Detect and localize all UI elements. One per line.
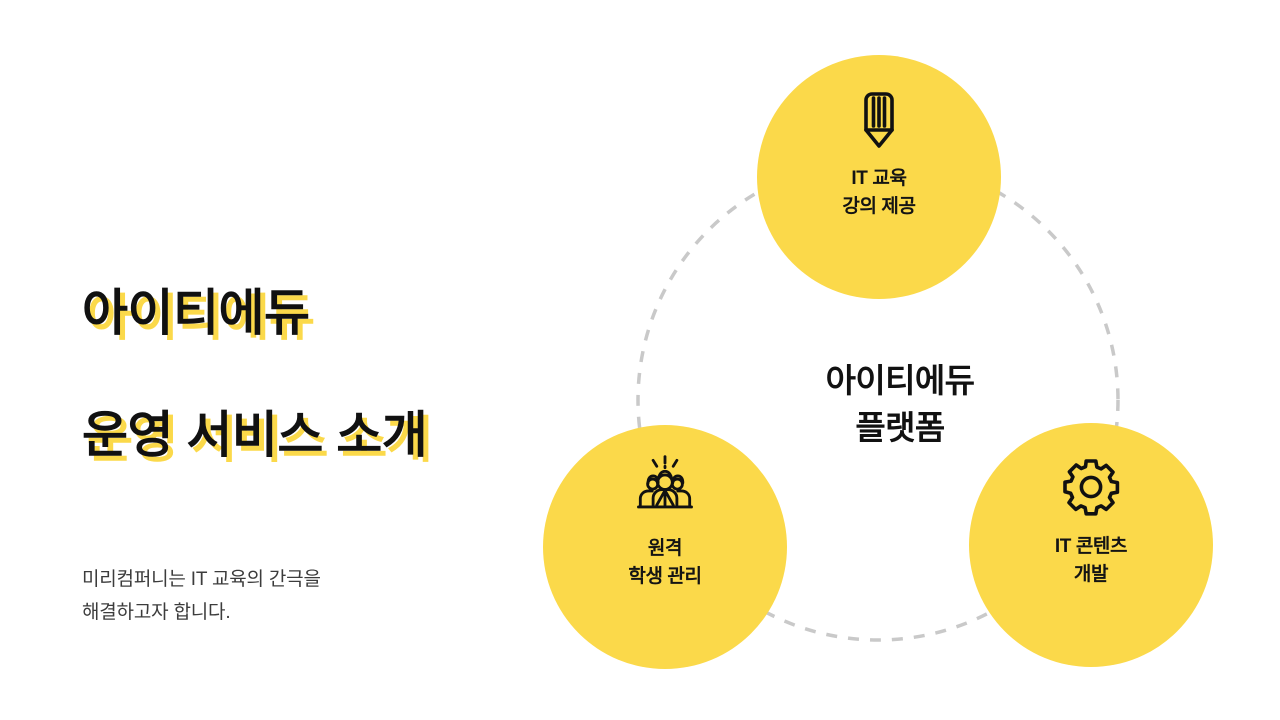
diagram-node-label-line-2: 강의 제공 <box>842 195 916 217</box>
diagram-node-label-line-1: IT 콘텐츠 <box>1054 536 1128 557</box>
diagram-node-label-line-1: 원격 <box>647 538 683 559</box>
diagram-node-it-education[interactable]: IT 교육 강의 제공 <box>757 55 1001 299</box>
diagram-node-remote-student-management[interactable]: 원격 학생 관리 <box>543 425 787 669</box>
diagram-center-label-line-2: 플랫폼 <box>855 408 945 446</box>
diagram-node-label: IT 교육 강의 제공 <box>842 165 916 220</box>
page-title-line-1: 아이티에듀 <box>82 285 310 341</box>
diagram-node-label-line-1: IT 교육 <box>851 168 907 189</box>
people-group-icon <box>633 453 697 517</box>
page-title: 아이티에듀 운영 서비스 소개 <box>82 222 522 527</box>
diagram-center-label-line-1: 아이티에듀 <box>825 362 975 399</box>
diagram-node-it-content-development[interactable]: IT 콘텐츠 개발 <box>969 423 1213 667</box>
intro-text-block: 아이티에듀 운영 서비스 소개 미리컴퍼니는 IT 교육의 간극을 해결하고자 … <box>82 222 522 630</box>
page-subtitle: 미리컴퍼니는 IT 교육의 간극을 해결하고자 합니다. <box>82 527 522 630</box>
diagram-node-label: 원격 학생 관리 <box>628 535 702 590</box>
diagram-center-label: 아이티에듀 플랫폼 <box>708 358 1092 452</box>
platform-cycle-diagram: 아이티에듀 플랫폼 IT 교육 강의 제공 <box>520 0 1280 720</box>
page-title-line-2: 운영 서비스 소개 <box>82 407 428 463</box>
diagram-node-label-line-2: 개발 <box>1073 563 1109 585</box>
diagram-node-label: IT 콘텐츠 개발 <box>1054 533 1128 588</box>
pencil-icon <box>847 87 911 151</box>
diagram-node-label-line-2: 학생 관리 <box>628 565 702 587</box>
gear-icon <box>1059 455 1123 519</box>
page-subtitle-line-2: 해결하고자 합니다. <box>82 602 231 624</box>
page-subtitle-line-1: 미리컴퍼니는 IT 교육의 간극을 <box>82 569 321 590</box>
